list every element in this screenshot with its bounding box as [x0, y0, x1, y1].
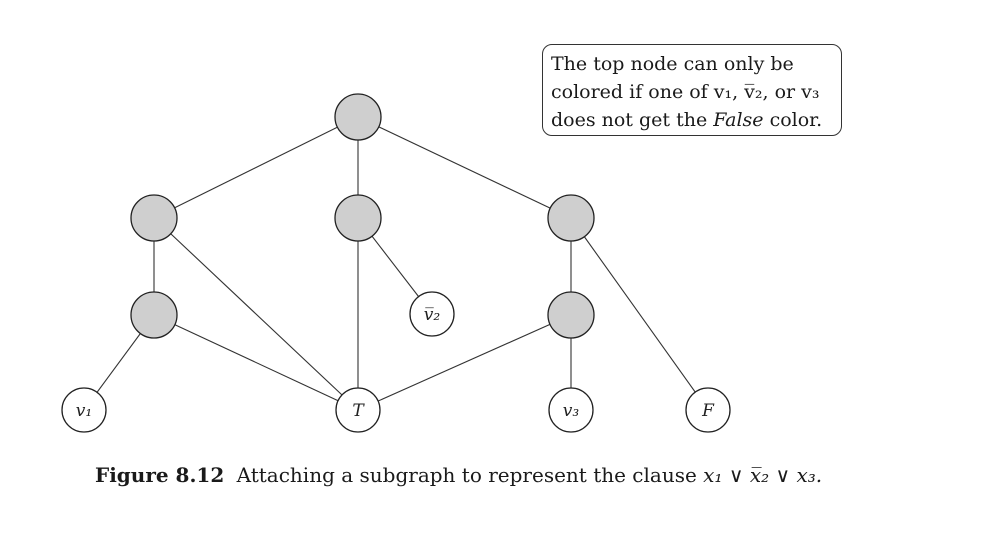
caption-clause: x₁ ∨ x̅₂ ∨ x₃. [703, 463, 823, 487]
node-label-v1: v₁ [76, 401, 92, 421]
edge-layer [83, 116, 709, 411]
node-v1: v₁ [61, 387, 107, 433]
node-v3: v₃ [548, 387, 594, 433]
callout-line-3: does not get the False color. [551, 106, 833, 134]
node-top [334, 93, 382, 141]
caption-text: Attaching a subgraph to represent the cl… [236, 463, 697, 487]
node-circle-v2bar [409, 291, 455, 337]
node-circle-left-lower [130, 291, 178, 339]
node-label-F: F [701, 401, 715, 421]
edge-left-upper-T [153, 217, 359, 411]
node-label-T: T [352, 401, 365, 421]
node-label-v3: v₃ [563, 401, 580, 421]
node-circle-right-lower [547, 291, 595, 339]
callout-line-2: colored if one of v₁, v̅₂, or v₃ [551, 81, 820, 103]
figure-caption: Figure 8.12 Attaching a subgraph to repr… [95, 463, 822, 487]
node-label-v2bar: v̅₂ [424, 305, 441, 325]
node-right-lower [547, 291, 595, 339]
node-mid-upper [334, 194, 382, 242]
node-circle-top [334, 93, 382, 141]
figure-label: Figure 8.12 [95, 463, 225, 487]
annotation-callout: The top node can only be colored if one … [542, 44, 842, 136]
edge-left-lower-T [153, 314, 359, 411]
node-circle-F [685, 387, 731, 433]
node-circle-left-upper [130, 194, 178, 242]
callout-line-3-pre: does not get the [551, 109, 714, 131]
node-left-lower [130, 291, 178, 339]
edge-right-upper-F [570, 217, 709, 411]
node-right-upper [547, 194, 595, 242]
callout-line-3-post: color. [763, 109, 823, 131]
node-T: T [335, 387, 381, 433]
node-v2bar: v̅₂ [409, 291, 455, 337]
node-circle-right-upper [547, 194, 595, 242]
node-F: F [685, 387, 731, 433]
node-circle-v1 [61, 387, 107, 433]
node-circle-mid-upper [334, 194, 382, 242]
edge-top-right-upper [357, 116, 572, 219]
node-circle-v3 [548, 387, 594, 433]
edge-right-lower-T [357, 314, 572, 411]
node-left-upper [130, 194, 178, 242]
callout-line-1: The top node can only be [551, 53, 794, 75]
node-circle-T [335, 387, 381, 433]
callout-false-word: False [713, 109, 764, 131]
edge-top-left-upper [153, 116, 359, 219]
